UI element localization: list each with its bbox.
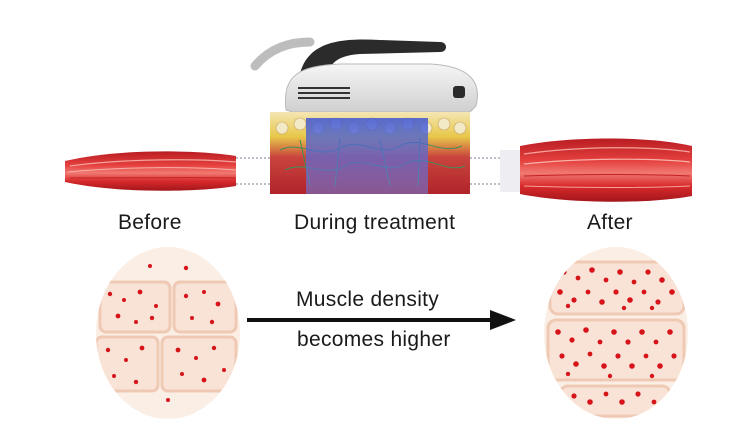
- muscle-tissue-low-density-icon: [96, 247, 240, 419]
- tendon-left: [236, 157, 272, 185]
- tissue-cross-section: [270, 112, 470, 194]
- muscle-tissue-high-density-icon: [544, 247, 688, 419]
- tendon-right-cap: [500, 150, 520, 192]
- muscle-after-icon: [520, 138, 692, 202]
- label-before: Before: [118, 211, 182, 234]
- applicator-device-icon: [250, 37, 478, 113]
- arrow-caption-line1: Muscle density: [296, 288, 440, 311]
- label-during-treatment: During treatment: [294, 211, 456, 234]
- arrow-right-icon: [247, 310, 516, 330]
- label-after: After: [587, 211, 633, 234]
- tendon-right: [470, 157, 502, 185]
- muscle-before-icon: [65, 151, 237, 191]
- arrow-caption-line2: becomes higher: [297, 328, 451, 351]
